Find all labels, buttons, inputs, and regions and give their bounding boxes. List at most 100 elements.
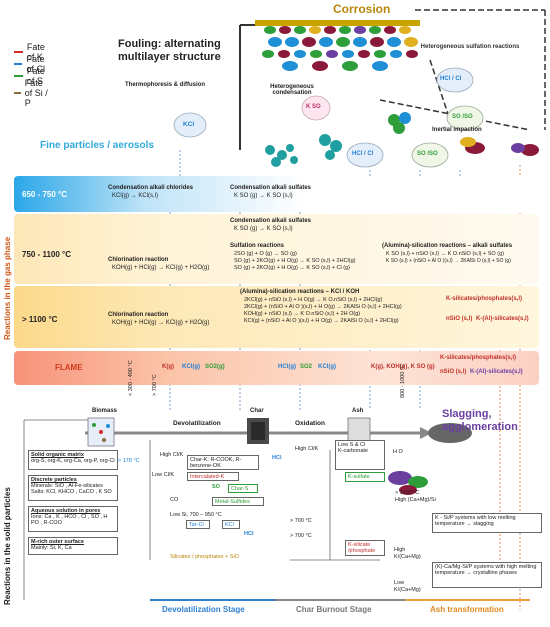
band1-cond-sulfates: Condensation alkali sulfates: [230, 185, 312, 191]
hetero-condensation-label: Heterogeneous condensation: [270, 84, 314, 96]
band1-cond-chlorides-eq: KCl(g) → KCl(s,l): [112, 193, 158, 199]
band3-alumina: (Alumina)-silication reactions – KCl / K…: [240, 289, 360, 295]
hcl-bubble-top: [436, 67, 474, 93]
flame-species-kclb: KCl(g): [318, 364, 336, 370]
stage-char-burnout: Char Burnout Stage: [296, 605, 372, 614]
band3-chlorination: Chlorination reaction: [108, 312, 169, 318]
kcl-box: KCl: [222, 520, 240, 529]
low-sicl-label: Low S & Cl: [338, 442, 366, 448]
outer-surface-title: M-rich outer surface: [31, 539, 84, 545]
hetero-sulfation-label: Heterogeneous sulfation reactions: [420, 44, 520, 50]
band2-sulfation-eq1: 2SO (g) + O (g) → SO (g): [234, 251, 297, 257]
band3-alumina-eq4: KCl(g) + (nSiO + Al O )(s,l) + H O(g) → …: [244, 318, 399, 324]
hcl-cl2-b: HCl / Cl: [352, 151, 374, 157]
legend-item-k: Fate of K: [14, 42, 50, 62]
t178-label: > 178 °C: [118, 458, 140, 464]
flame-right1: K-silicates/phosphates(s,l): [440, 355, 517, 361]
legend-item-sip: Fate of Si / P: [14, 78, 50, 108]
flame-species-koh: K(g), KOH(g), K SO (g): [371, 364, 435, 370]
t700b-label: > 700 °C: [290, 533, 312, 539]
k2so4-label: K SO: [306, 104, 321, 110]
flame-label: FLAME: [55, 363, 83, 372]
flame-species-hcl: HCl(g): [278, 364, 296, 370]
flame-species-so2: SO2(g): [205, 364, 225, 370]
stage-ash-transformation: Ash transformation: [430, 605, 504, 614]
solid-hcl2: HCl: [244, 531, 254, 537]
band3-chlorination-eq: KOH(g) + HCl(g) → KCl(g) + H2O(g): [112, 320, 210, 326]
metal-sulfides-box: Metal-Sulfides: [212, 497, 264, 506]
ash-cond-box: Low S & Cl K-carbonate: [335, 440, 385, 470]
char-label: Char: [250, 408, 264, 414]
band2-chlorination: Chlorination reaction: [108, 257, 169, 263]
so2-so3-b: SO /SO: [417, 151, 438, 157]
band2-sulfation-eq2: SO (g) + 2KCl(g) + H O(g) → K SO (s,l) +…: [234, 258, 356, 264]
char-s-box: Char-S: [228, 484, 258, 493]
low-k-label: Low K/(Ca+Mg): [394, 580, 421, 593]
fouling-title: Fouling: alternating multilayer structur…: [118, 38, 221, 63]
slag-blob: [428, 423, 472, 443]
temp-700: > 700 °C: [152, 374, 158, 396]
thermophoresis-label: Thermophoresis & diffusion: [125, 82, 206, 88]
flame-right3: K-(Al)-silicates(s,l): [470, 369, 523, 375]
high-ratio-label: High (Ca+Mg)/Si: [395, 497, 436, 503]
aqueous-body: Ions: Ca , K , HCO , Cl , SO , H PO , R-…: [31, 514, 108, 526]
ash-label: Ash: [352, 408, 364, 414]
band2-alumina-eq1: K SO (s,l) + nSiO (s,l) → K O.nSiO (s,l)…: [386, 251, 504, 257]
hcl-bubble-b: [346, 142, 384, 168]
band2-sulfation-eq3: SO (g) + 2KCl(g) + H O(g) → K SO (s,l) +…: [234, 265, 350, 271]
slagging-label: Slagging, agglomeration: [442, 408, 518, 433]
band3-alumina-eq2: 2KCl(g) + (nSiO + Al O )(s,l) + H O(g) →…: [244, 304, 402, 310]
high-clk2-label: High Cl/K: [295, 446, 319, 452]
band3-right3: K-(Al)-silicates(s,l): [476, 316, 529, 322]
band-1100: [14, 286, 539, 348]
band2-cond-sulfates: Condensation alkali sulfates: [230, 218, 312, 224]
solid-organic-title: Solid organic matrix: [31, 452, 84, 458]
band2-alumina-eq2: K SO (s,l) + (nSiO + Al O )(s,l) → 2KAlS…: [386, 258, 511, 264]
discrete-body: Minerals: SiO , Al-Fe-silicates Salts: K…: [31, 483, 112, 495]
intercalated-box: Intercalated-K: [187, 472, 239, 481]
solid-organic-body: org-S, org-K, org-Ca, org-P, org-Cl: [31, 458, 115, 464]
legend-item-cl: Fate of Cl: [14, 54, 50, 74]
band-650-750: [14, 176, 539, 212]
band-750-1100: [14, 214, 539, 284]
band2-chlorination-eq: KOH(g) + HCl(g) → KCl(g) + H2O(g): [112, 265, 210, 271]
aerosol-cluster: [265, 112, 539, 167]
k-silicate-box: K-silicate /phosphate: [345, 540, 385, 556]
high-k-label: High K/(Ca+Mg): [394, 547, 421, 560]
solid-phase-label: Reactions in the solid particles: [3, 487, 12, 605]
legend-item-s: Fate of S: [14, 66, 50, 86]
gas-phase-label: Reactions in the gas phase: [3, 236, 12, 340]
solid-organic-box: Solid organic matrix org-S, org-K, org-C…: [28, 450, 118, 470]
flame-species-so2b: SO2: [300, 364, 313, 370]
low-si-label: Low Si, 700 – 950 °C: [170, 512, 222, 518]
stage-devolatilization: Devolatilization Stage: [162, 605, 245, 614]
outer-surface-body: Mainly: Si, K, Ca: [31, 545, 72, 551]
band1-temp: 650 - 750 °C: [22, 190, 68, 199]
t1150-label: > 1150 °C: [395, 490, 420, 496]
ksip-box: K - Si/P systems with low melting temper…: [432, 513, 542, 533]
flame-species-k: K(g): [162, 364, 174, 370]
kcl-bubble: [173, 112, 207, 138]
tar-cl-box: Tar-Cl: [186, 520, 210, 529]
flame-right2: nSiO (s,l): [440, 369, 467, 375]
outer-surface-box: M-rich outer surface Mainly: Si, K, Ca: [28, 537, 118, 555]
aqueous-box: Aqueous solution in pores Ions: Ca , K ,…: [28, 506, 118, 532]
high-clk-label: High Cl/K: [160, 452, 184, 458]
temp-800-1000: 800 - 1000 °C: [400, 364, 406, 398]
band3-alumina-eq1: 2KCl(g) + nSiO (s,l) + H O(g) → K O.nSiO…: [244, 297, 383, 303]
band3-temp: > 1100 °C: [22, 315, 58, 324]
low-clk-label: Low Cl/K: [152, 472, 175, 478]
kcl-bubble-label: KCl: [183, 121, 195, 128]
char-k-box: Char-K: R-COOK, R-benzene-OK: [187, 455, 259, 470]
kcamg-box: (K)-Ca/Mg-Si/P systems with high melting…: [432, 562, 542, 588]
band2-temp: 750 - 1100 °C: [22, 250, 72, 259]
oxidation-label: Oxidation: [295, 420, 325, 427]
t700a-label: > 700 °C: [290, 518, 312, 524]
fine-particles-label: Fine particles / aerosols: [40, 140, 154, 151]
silicates-label: Silicates / phosphates + SiO: [170, 554, 239, 560]
band3-alumina-eq3: KOH(g) + nSiO (s,l) → K O.nSiO (s,l) + 2…: [244, 311, 361, 317]
inertial-label: Inertial impaction: [432, 127, 482, 133]
band2-cond-sulfates-eq: K SO (g) → K SO (s,l): [234, 226, 293, 232]
so2-bubble-top: [446, 105, 484, 131]
